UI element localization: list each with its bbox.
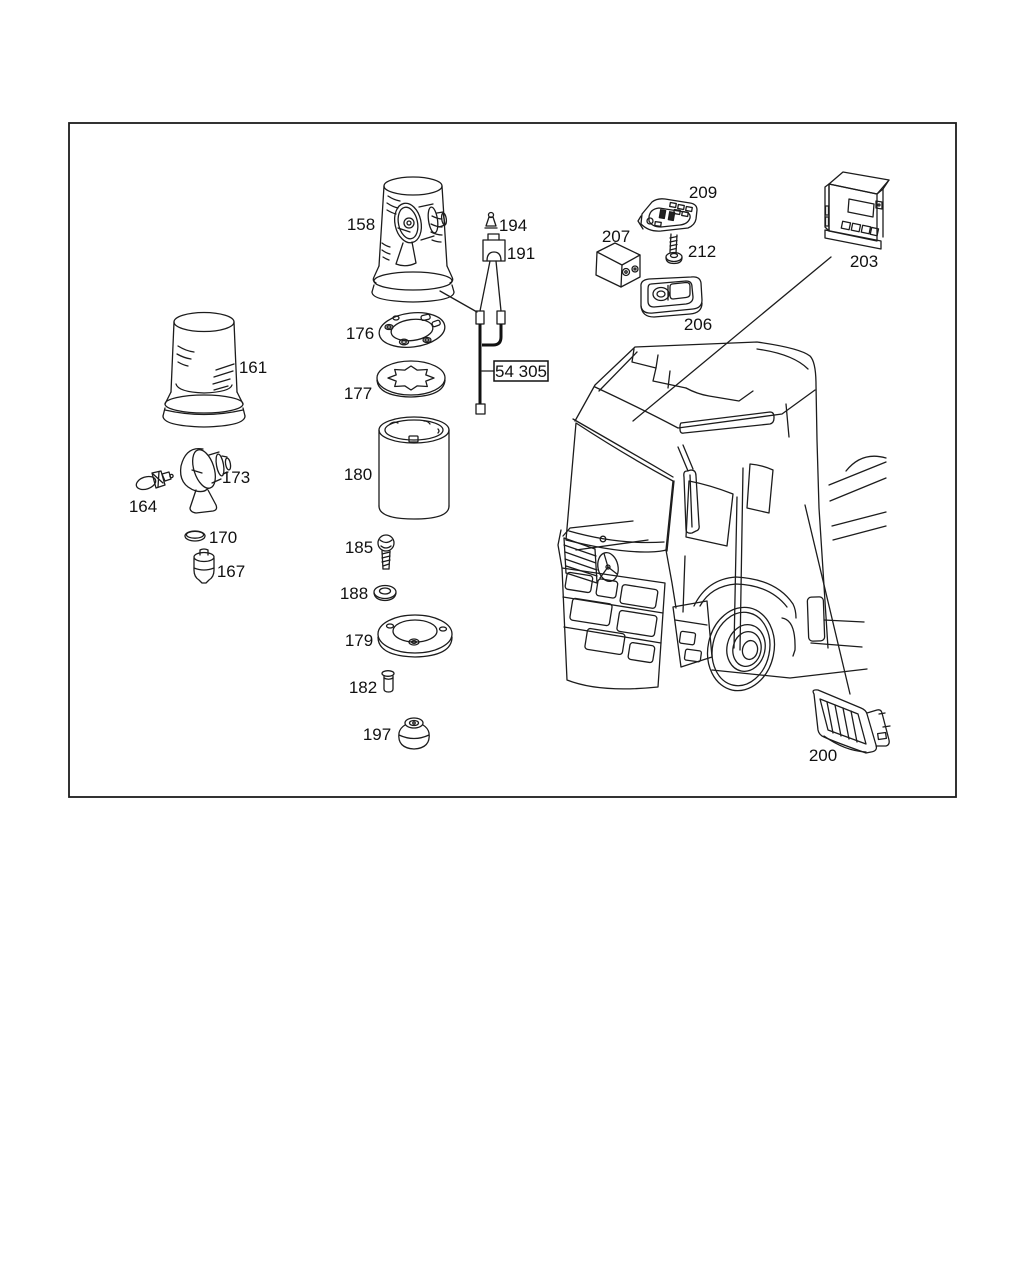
part-label-167: 167 [217,562,245,581]
cylinder-180-drawing [378,416,450,520]
group-code-label: 54 305 [495,362,547,381]
part-label-206: 206 [684,315,712,334]
screw-185-drawing [377,534,395,570]
part-label-177: 177 [344,384,372,403]
bracket-206-drawing [640,276,703,318]
part-label-191: 191 [507,244,535,263]
part-label-185: 185 [345,538,373,557]
ring-179-drawing [377,614,453,658]
beacon-158-drawing [371,176,455,303]
part-label-164: 164 [129,497,157,516]
part-label-173: 173 [222,468,250,487]
part-label-203: 203 [850,252,878,271]
truck-cab-drawing [557,341,887,692]
pin-182-drawing [381,670,395,693]
part-label-182: 182 [349,678,377,697]
buffer-197-drawing [398,717,430,750]
washer-188-drawing [373,584,397,602]
part-labels: 158 161 164 167 170 173 176 177 179 180 … [129,183,878,765]
connector-191-drawing [482,233,506,262]
vent-200-drawing [812,689,891,754]
part-label-197: 197 [363,725,391,744]
relay-207-drawing [595,242,641,288]
leader-lines [439,256,851,695]
control-unit-203-drawing [824,171,890,250]
o-ring-170-drawing [184,530,206,542]
lock-ring-177-drawing [376,360,446,398]
part-label-161: 161 [239,358,267,377]
part-label-188: 188 [340,584,368,603]
part-label-194: 194 [499,216,527,235]
part-label-176: 176 [346,324,374,343]
part-label-200: 200 [809,746,837,765]
part-label-170: 170 [209,528,237,547]
part-label-209: 209 [689,183,717,202]
part-label-212: 212 [688,242,716,261]
bulb-164-drawing [135,470,174,491]
part-label-207: 207 [602,227,630,246]
part-label-179: 179 [345,631,373,650]
part-label-180: 180 [344,465,372,484]
group-code-box [493,360,549,382]
reflector-173-drawing [179,447,232,514]
socket-167-drawing [193,548,215,584]
ring-176-drawing [378,312,446,348]
wiring-harness-drawing [475,260,506,415]
part-label-158: 158 [347,215,375,234]
bulb-194-drawing [484,211,498,229]
lens-161-drawing [162,311,246,428]
screw-212-drawing [665,233,683,265]
diagram-frame [68,122,957,798]
plate-209-drawing [637,198,698,232]
